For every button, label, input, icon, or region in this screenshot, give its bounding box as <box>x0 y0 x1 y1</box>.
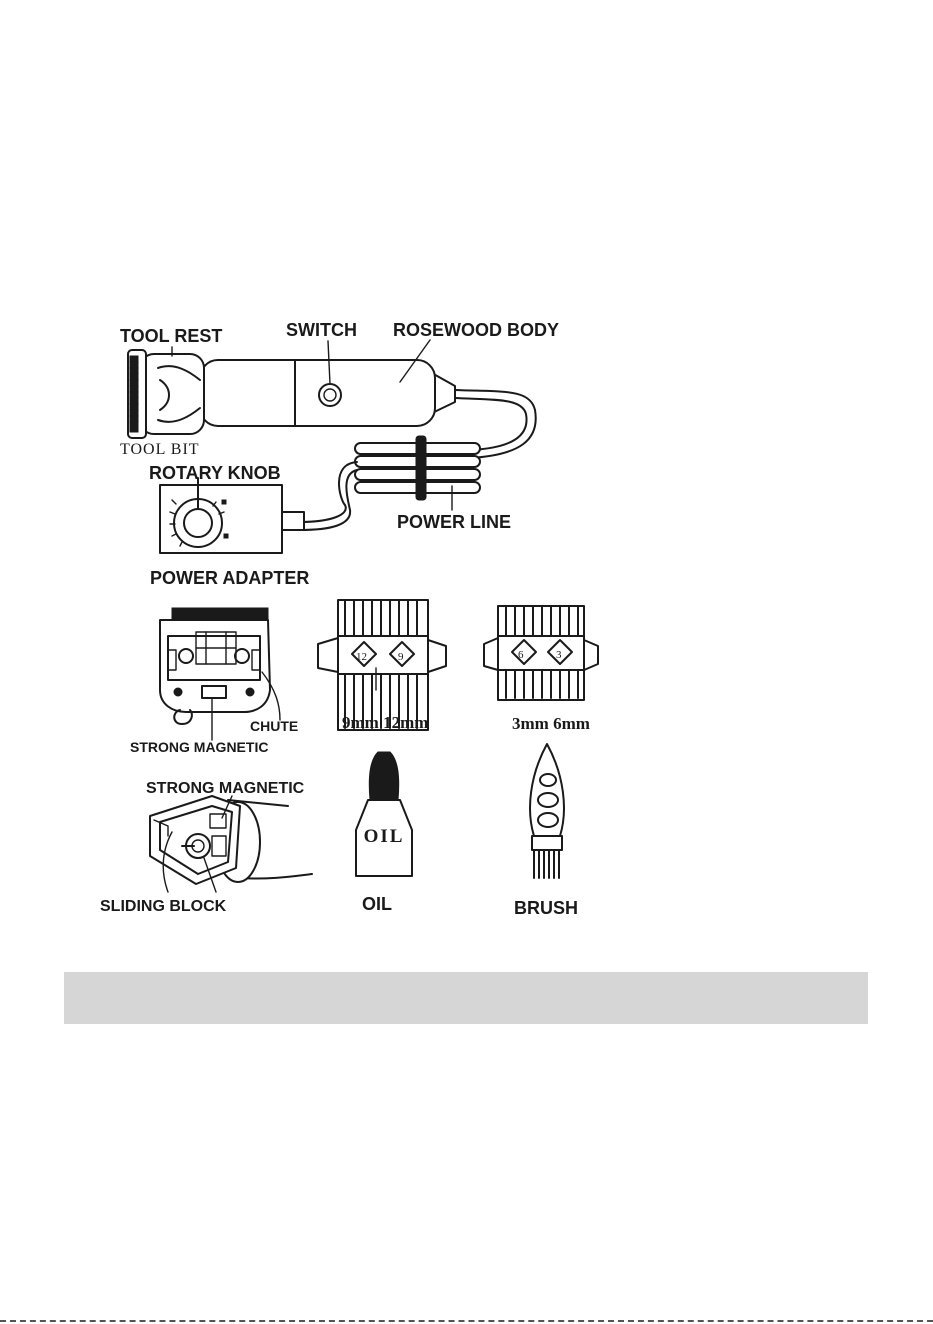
label-comb-small-sizes: 3mm 6mm <box>512 714 590 733</box>
oil-bottle-label: OIL <box>364 826 405 847</box>
magnetic-holder <box>150 796 312 892</box>
label-comb-large-sizes: 9mm 12mm <box>342 713 428 732</box>
switch-button <box>319 384 341 406</box>
blade-head <box>128 350 204 438</box>
label-chute: CHUTE <box>250 718 298 734</box>
oil-bottle: OIL <box>356 752 412 876</box>
power-adapter <box>160 478 304 553</box>
page-bottom-rule <box>0 1320 933 1322</box>
section-header-band <box>64 972 868 1024</box>
label-switch: SWITCH <box>286 320 357 340</box>
label-sliding-block: SLIDING BLOCK <box>100 898 227 915</box>
guide-comb-small: 6 3 <box>484 606 598 700</box>
comb-marking: 6 <box>518 649 524 661</box>
rosewood-body <box>200 360 435 426</box>
label-tool-bit: TOOL BIT <box>120 441 200 458</box>
label-strong-magnetic-holder: STRONG MAGNETIC <box>146 780 305 797</box>
label-strong-magnetic: STRONG MAGNETIC <box>130 739 268 755</box>
label-power-line: POWER LINE <box>397 512 511 532</box>
label-tool-rest: TOOL REST <box>120 326 222 346</box>
label-brush: BRUSH <box>514 898 578 918</box>
label-rosewood-body: ROSEWOOD BODY <box>393 320 559 340</box>
label-power-adapter: POWER ADAPTER <box>150 568 309 588</box>
comb-marking: 9 <box>398 651 404 663</box>
brush <box>530 744 564 878</box>
comb-marking: 3 <box>556 649 562 661</box>
comb-marking: 12 <box>356 651 367 663</box>
label-oil: OIL <box>362 894 392 914</box>
guide-comb-large: 12 9 <box>318 600 446 730</box>
label-rotary-knob: ROTARY KNOB <box>149 463 281 483</box>
